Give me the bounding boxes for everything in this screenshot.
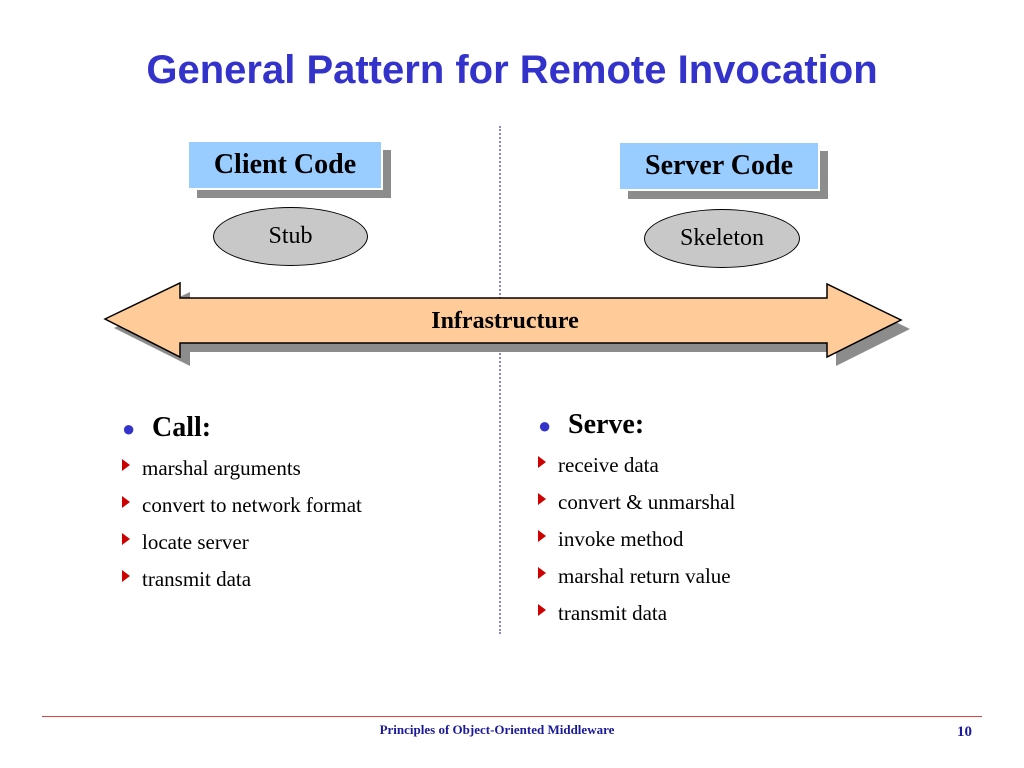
triangle-bullet-icon [122, 495, 130, 508]
call-heading-row: ● Call: [122, 412, 362, 444]
list-item: convert to network format [122, 487, 362, 524]
footer-title: Principles of Object-Oriented Middleware [379, 722, 615, 737]
list-item: transmit data [538, 595, 735, 632]
call-heading: Call: [152, 412, 212, 443]
serve-step-text: transmit data [558, 601, 668, 625]
server-code-label: Server Code [620, 143, 820, 191]
client-code-box: Client Code [189, 142, 391, 198]
bullet-dot-icon: ● [538, 413, 552, 438]
client-code-label: Client Code [189, 142, 383, 190]
infrastructure-arrow-body [103, 281, 903, 359]
triangle-bullet-icon [538, 566, 546, 579]
triangle-bullet-icon [122, 532, 130, 545]
call-step-text: locate server [142, 530, 249, 554]
serve-heading: Serve: [568, 409, 645, 440]
bullet-dot-icon: ● [122, 416, 136, 441]
serve-heading-row: ● Serve: [538, 409, 735, 441]
stub-oval: Stub [213, 207, 368, 266]
client-server-divider [499, 126, 501, 634]
serve-step-text: marshal return value [558, 564, 731, 588]
list-item: transmit data [122, 561, 362, 598]
list-item: marshal arguments [122, 450, 362, 487]
serve-steps-list: receive data convert & unmarshal invoke … [538, 447, 735, 632]
call-column: ● Call: marshal arguments convert to net… [122, 412, 362, 598]
triangle-bullet-icon [122, 458, 130, 471]
call-step-text: transmit data [142, 567, 252, 591]
skeleton-oval: Skeleton [644, 209, 800, 268]
list-item: locate server [122, 524, 362, 561]
call-steps-list: marshal arguments convert to network for… [122, 450, 362, 598]
triangle-bullet-icon [538, 455, 546, 468]
triangle-bullet-icon [538, 492, 546, 505]
slide-title: General Pattern for Remote Invocation [146, 48, 878, 92]
triangle-bullet-icon [538, 529, 546, 542]
serve-step-text: invoke method [558, 527, 684, 551]
serve-step-text: receive data [558, 453, 659, 477]
call-step-text: convert to network format [142, 493, 362, 517]
infrastructure-label: Infrastructure [431, 308, 579, 334]
serve-step-text: convert & unmarshal [558, 490, 736, 514]
list-item: convert & unmarshal [538, 484, 735, 521]
list-item: marshal return value [538, 558, 735, 595]
footer-rule [42, 716, 982, 717]
serve-column: ● Serve: receive data convert & unmarsha… [538, 409, 735, 632]
triangle-bullet-icon [122, 569, 130, 582]
page-number: 10 [957, 724, 972, 740]
call-step-text: marshal arguments [142, 456, 301, 480]
triangle-bullet-icon [538, 603, 546, 616]
list-item: invoke method [538, 521, 735, 558]
list-item: receive data [538, 447, 735, 484]
server-code-box: Server Code [620, 143, 828, 199]
